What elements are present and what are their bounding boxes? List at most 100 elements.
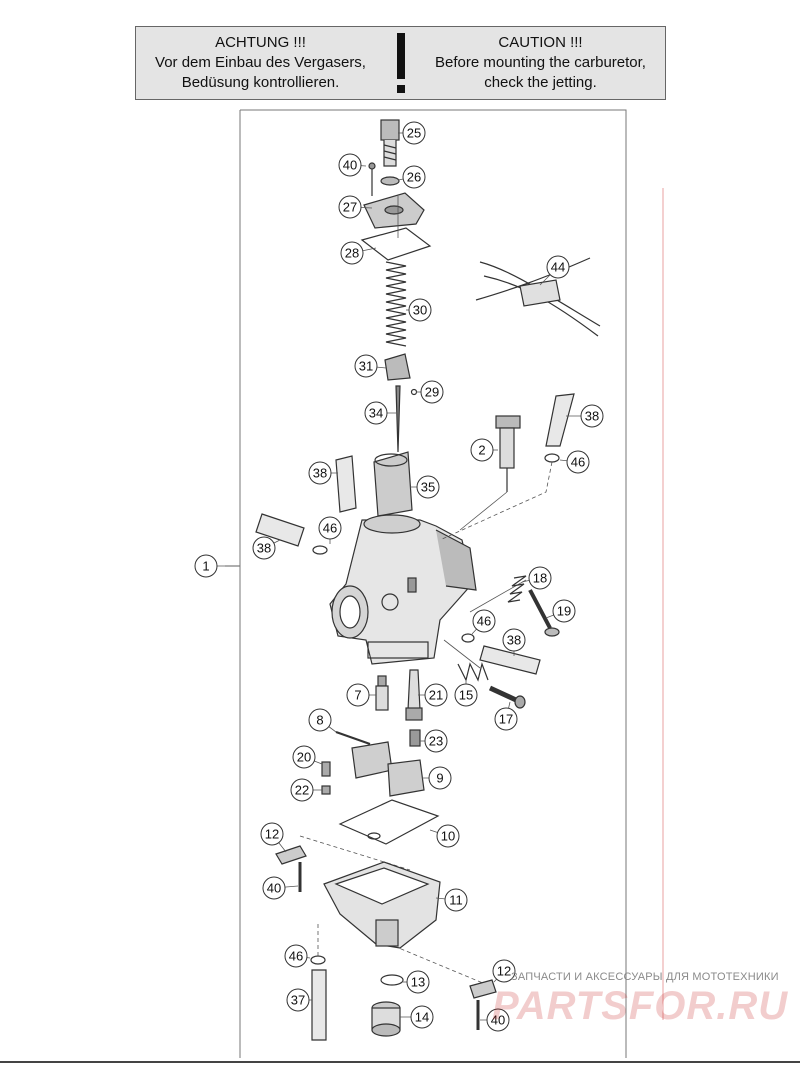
callout-circle [436, 824, 460, 848]
assembly-frame [239, 109, 627, 1058]
callout-c30: 30 [406, 298, 432, 322]
callout-c13: 13 [402, 970, 430, 994]
callout-number: 37 [291, 993, 305, 1008]
part-screw-17 [488, 685, 526, 709]
bottom-rule [0, 1061, 800, 1063]
callout-c7: 7 [346, 683, 376, 707]
caution-text-english: CAUTION !!! Before mounting the carburet… [418, 33, 663, 93]
callout-circle [486, 1008, 510, 1032]
part-hose-upper-left [335, 455, 357, 513]
caution-banner: ACHTUNG !!! Vor dem Einbau des Vergasers… [135, 26, 666, 100]
callout-circle [424, 683, 448, 707]
part-float-bowl [323, 861, 441, 949]
callout-circle [470, 438, 494, 462]
callout-number: 30 [413, 303, 427, 318]
callout-c27: 27 [338, 195, 373, 219]
callout-circle [444, 888, 468, 912]
callout-number: 22 [295, 783, 309, 798]
callout-c15: 15 [454, 680, 478, 707]
callout-c38a: 38 [566, 404, 604, 428]
callout-number: 40 [267, 881, 281, 896]
callout-c44: 44 [539, 255, 570, 286]
caution-de-line: ACHTUNG !!! [215, 34, 306, 51]
callout-c14: 14 [400, 1005, 434, 1029]
part-cap-gasket [360, 227, 432, 261]
callout-number: 13 [411, 975, 425, 990]
callout-c12a: 12 [260, 822, 287, 853]
callout-circle [416, 475, 440, 499]
part-throttle-slide [373, 451, 413, 517]
part-hose-right [479, 645, 541, 675]
part-ring-bottom [310, 955, 326, 965]
callout-circle [292, 745, 316, 769]
callout-number: 21 [429, 688, 443, 703]
part-floats [351, 741, 425, 797]
callout-number: 17 [499, 712, 513, 727]
callout-circle [252, 536, 276, 560]
callout-c37: 37 [286, 988, 312, 1012]
callout-c46c: 46 [471, 609, 496, 635]
callout-circle [340, 241, 364, 265]
callout-number: 40 [491, 1013, 505, 1028]
callout-c40b: 40 [262, 876, 299, 900]
callout-number: 38 [507, 633, 521, 648]
callout-c20: 20 [292, 745, 323, 769]
callout-c31: 31 [354, 354, 387, 378]
callout-circle [408, 298, 432, 322]
callout-number: 44 [551, 260, 565, 275]
callout-number: 1 [202, 559, 209, 574]
caution-de-line: Bedüsung kontrollieren. [181, 74, 340, 91]
caution-de-line: Vor dem Einbau des Vergasers, [155, 54, 366, 71]
part-bowl-gasket-hole [367, 832, 381, 840]
part-pilot-jet [375, 675, 389, 711]
callout-number: 11 [449, 893, 463, 908]
callout-c38c: 38 [252, 536, 281, 560]
callout-c18: 18 [521, 566, 552, 590]
callout-circle [290, 778, 314, 802]
callout-c21: 21 [418, 683, 448, 707]
callout-number: 38 [585, 409, 599, 424]
callout-circle [354, 354, 378, 378]
part-float-needle [321, 761, 331, 777]
callout-circle [428, 766, 452, 790]
callout-circle [566, 450, 590, 474]
part-vent-hose [311, 969, 327, 1041]
callout-number: 23 [429, 734, 443, 749]
callout-c28: 28 [340, 241, 377, 265]
callout-number: 29 [425, 385, 439, 400]
callout-number: 9 [436, 771, 443, 786]
callout-number: 12 [265, 827, 279, 842]
callout-circle [492, 959, 516, 983]
callout-circle [552, 599, 576, 623]
callout-number: 38 [257, 541, 271, 556]
callout-number: 8 [316, 713, 323, 728]
callout-circle [338, 153, 362, 177]
callout-circle [338, 195, 362, 219]
callout-circle [402, 165, 426, 189]
callout-c46b: 46 [318, 516, 342, 544]
part-needle-jet [405, 669, 423, 721]
part-spring-15 [457, 661, 489, 682]
callout-number: 15 [459, 688, 473, 703]
callout-circle [420, 380, 444, 404]
callout-number: 7 [354, 688, 361, 703]
part-oring [380, 974, 404, 986]
callout-c2: 2 [470, 438, 498, 462]
callout-number: 26 [407, 170, 421, 185]
caution-en-line: CAUTION !!! [498, 34, 583, 51]
callout-number: 34 [369, 406, 383, 421]
callout-c38d: 38 [502, 628, 526, 656]
callout-circle [260, 822, 284, 846]
callout-c40c: 40 [480, 1008, 510, 1032]
part-throttle-cables [475, 257, 601, 337]
callout-c9: 9 [422, 766, 452, 790]
callout-circle [194, 554, 218, 578]
part-hose-upper-right [545, 393, 575, 447]
callout-circle [546, 255, 570, 279]
part-needle-clip [410, 388, 418, 396]
callout-number: 38 [313, 466, 327, 481]
caution-en-line: check the jetting. [484, 74, 597, 91]
callout-c23: 23 [420, 729, 448, 753]
callout-number: 46 [571, 455, 585, 470]
